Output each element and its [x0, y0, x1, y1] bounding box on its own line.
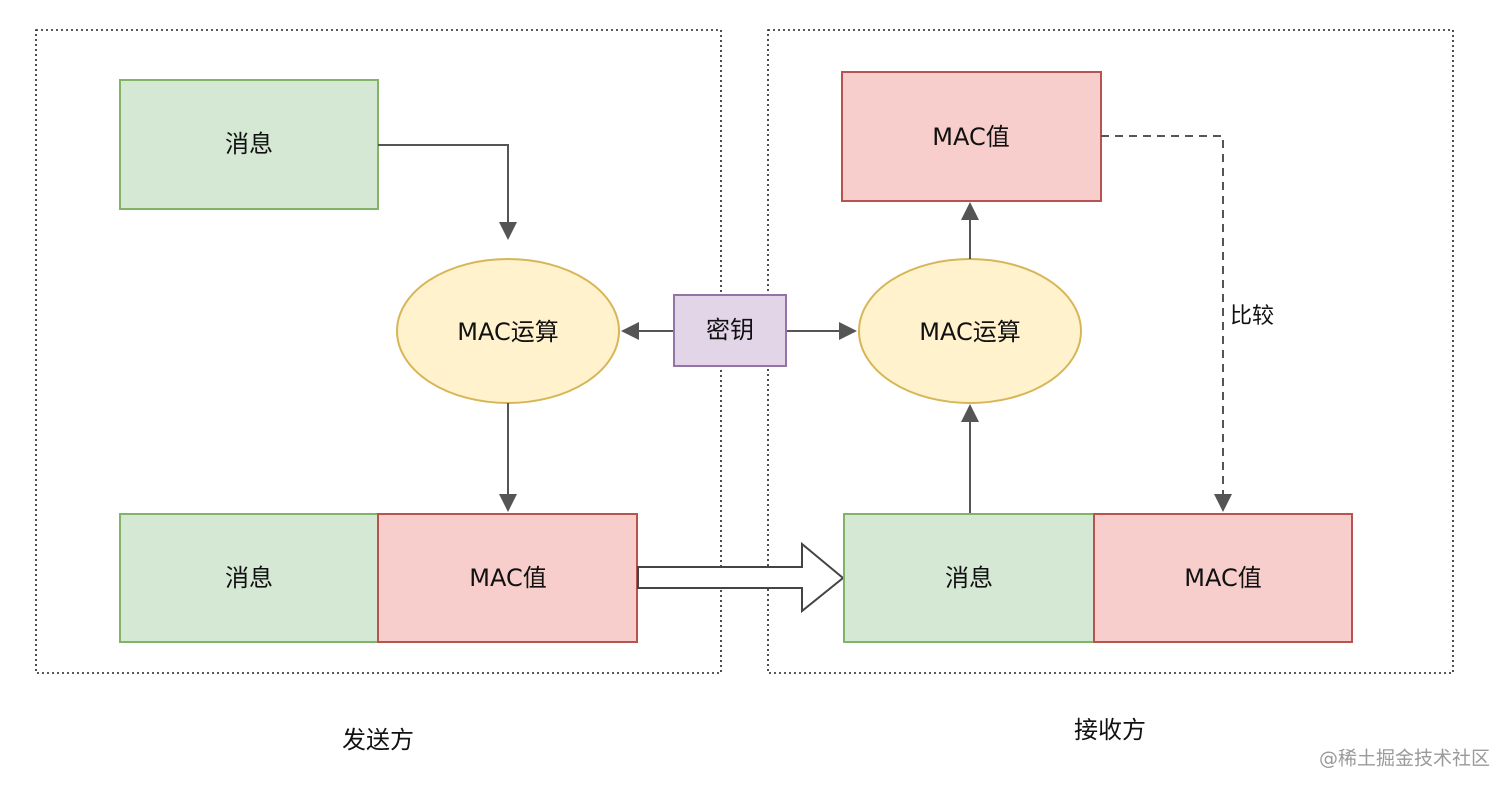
receiver-bottom-message-box: 消息 — [843, 513, 1095, 643]
sender-message-label: 消息 — [225, 130, 273, 158]
sender-bottom-mac-label: MAC值 — [469, 564, 546, 592]
receiver-mac-op-label: MAC运算 — [919, 318, 1020, 346]
sender-message-box: 消息 — [119, 79, 379, 210]
compare-dashed-arrow — [1101, 135, 1232, 512]
sender-mac-op-label: MAC运算 — [457, 318, 558, 346]
key-label: 密钥 — [706, 316, 754, 344]
key-box: 密钥 — [673, 294, 787, 367]
transfer-block-arrow — [637, 541, 845, 614]
compare-label-bg — [1226, 300, 1282, 332]
watermark: @稀土掘金技术社区 — [1319, 748, 1490, 770]
sender-message-to-op-arrow — [378, 144, 517, 240]
receiver-mac-op-ellipse: MAC运算 — [858, 258, 1082, 404]
sender-bottom-message-box: 消息 — [119, 513, 379, 643]
receiver-top-mac-label: MAC值 — [932, 123, 1009, 151]
receiver-frame — [767, 29, 1454, 674]
receiver-top-mac-box: MAC值 — [841, 71, 1102, 202]
sender-mac-op-ellipse: MAC运算 — [396, 258, 620, 404]
sender-caption: 发送方 — [342, 726, 414, 754]
receiver-bottom-message-label: 消息 — [945, 564, 993, 592]
receiver-caption: 接收方 — [1074, 716, 1146, 744]
compare-label: 比较 — [1230, 304, 1274, 329]
receiver-bottom-mac-box: MAC值 — [1093, 513, 1353, 643]
sender-bottom-mac-box: MAC值 — [377, 513, 638, 643]
sender-bottom-message-label: 消息 — [225, 564, 273, 592]
receiver-bottom-mac-label: MAC值 — [1184, 564, 1261, 592]
